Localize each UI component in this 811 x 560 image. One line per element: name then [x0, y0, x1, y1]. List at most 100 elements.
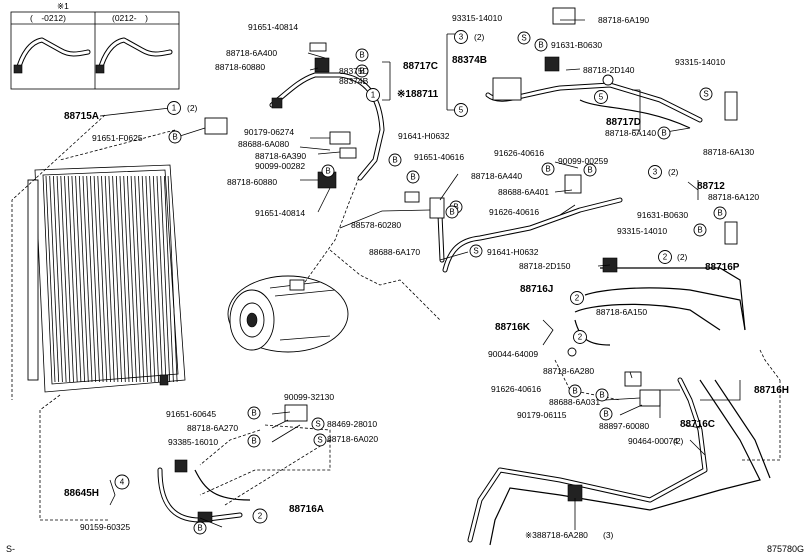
bolt-marker [355, 48, 369, 62]
callout-4: 4 [114, 474, 130, 490]
condenser-outlet [159, 374, 169, 386]
part-label: 93385-16010 [168, 437, 218, 447]
marker-letter: B [587, 166, 592, 175]
part-label: 90099-32130 [284, 392, 334, 402]
bolt-marker [713, 206, 727, 220]
bolt-marker [193, 521, 207, 535]
svg-text:2: 2 [578, 333, 583, 342]
marker-letter: S [317, 436, 322, 445]
marker-letter: B [197, 524, 202, 533]
assembly-label: 88716J [520, 284, 553, 295]
liquid-line-j [584, 287, 746, 331]
callout-3b: 3 [648, 165, 662, 179]
screw-marker [517, 31, 531, 45]
part-label: 91651-F0625 [92, 133, 143, 143]
bolt-marker [583, 163, 597, 177]
bolt-marker [693, 223, 707, 237]
callout-2b: 2 [570, 291, 584, 305]
bolt-marker [568, 384, 582, 398]
marker-letter: B [449, 208, 454, 217]
part-label: 93315-14010 [452, 13, 502, 23]
assembly-labels: 88715A 88717C 88374B 88717D 88712 88716P… [64, 55, 789, 515]
assembly-label: 88715A [64, 111, 99, 122]
quantity: (2) [677, 252, 688, 262]
marker-letter: B [572, 387, 577, 396]
callout-5a: 5 [454, 103, 468, 117]
part-label: 91651-60645 [166, 409, 216, 419]
marker-letter: B [325, 167, 330, 176]
corner-code-left: S- [6, 544, 15, 554]
part-label: 88718-60880 [227, 177, 277, 187]
screw-marker [469, 244, 483, 258]
callout-circles: 1 1 3 5 5 3 2 2 2 4 2 [114, 30, 672, 524]
callout-2c: 2 [573, 330, 587, 344]
part-label: 88688-6A170 [369, 247, 420, 257]
part-label: 88718-6A280 [543, 366, 594, 376]
part-number-labels: 91651-40814 88718-6A400 88375D 88718-608… [80, 13, 759, 540]
part-label: 91651-40814 [255, 208, 305, 218]
marker-letter: B [359, 51, 364, 60]
part-label: 88718-6A390 [255, 151, 306, 161]
right-clamp-b [724, 221, 738, 245]
screw-marker [699, 87, 713, 101]
small-parts [174, 7, 738, 523]
pipe-b [429, 197, 445, 219]
assembly-label: 88716K [495, 322, 531, 333]
part-label: 91631-B0630 [637, 210, 688, 220]
part-label: 88718-6A190 [598, 15, 649, 25]
part-label: 88897-60080 [599, 421, 649, 431]
marker-letter: B [251, 437, 256, 446]
part-label: 90464-00074 [628, 436, 678, 446]
part-label: 90099-00259 [558, 156, 608, 166]
bolt-marker [445, 205, 459, 219]
bolt-marker [168, 130, 182, 144]
assembly-label: 88712 [697, 181, 725, 192]
part-label: 90159-60325 [80, 522, 130, 532]
part-label: 88718-6A150 [596, 307, 647, 317]
bolt-marker [657, 126, 671, 140]
condenser-outline [34, 164, 186, 393]
part-label: 88718-6A120 [708, 192, 759, 202]
part-label: 88718-6A130 [703, 147, 754, 157]
svg-text:5: 5 [599, 93, 604, 102]
bolt-marker [534, 38, 548, 52]
bolt-screw-markers: BBBBBBSBSBBBBBSBBBBBBSBSB [168, 31, 727, 535]
svg-text:2: 2 [663, 253, 668, 262]
part-label: 91651-40814 [248, 22, 298, 32]
condenser-drawing [27, 164, 186, 393]
bolt-marker [321, 164, 335, 178]
part-label: 88718-6A270 [187, 423, 238, 433]
assembly-label: 88645H [64, 488, 99, 499]
liquid-line-p [600, 267, 746, 331]
marker-letter: B [599, 391, 604, 400]
inset-left-range: ( -0212) [30, 13, 66, 23]
assembly-label: 88374B [452, 55, 487, 66]
group-brackets [99, 33, 741, 506]
upper-clamp [552, 7, 576, 25]
clamp-a [314, 57, 330, 73]
bolt-marker [247, 434, 261, 448]
part-label: 91626-40616 [489, 207, 539, 217]
marker-letter: S [703, 90, 708, 99]
part-label: 90179-06115 [517, 410, 567, 420]
part-label: 88718-2D150 [519, 261, 571, 271]
part-label: 91641-H0632 [398, 131, 450, 141]
callout-1b: 1 [366, 88, 380, 102]
bolt-marker [388, 153, 402, 167]
marker-letter: S [315, 420, 320, 429]
part-label: 88718-6A400 [226, 48, 277, 58]
marker-letter: S [521, 34, 526, 43]
bolt-marker [595, 388, 609, 402]
compressor-drawing [227, 275, 349, 353]
assembly-label: 88716P [705, 262, 740, 273]
quantity: (2) [668, 167, 679, 177]
bolt-marker [599, 407, 613, 421]
condenser-fins [45, 175, 178, 383]
part-label: 91651-40616 [414, 152, 464, 162]
part-label: 90044-64009 [488, 349, 538, 359]
leader-lines [179, 19, 706, 530]
assembly-label: 88717C [403, 61, 438, 72]
marker-letter: B [172, 133, 177, 142]
pipe-network [11, 72, 781, 546]
part-label: 88688-6A031 [549, 397, 600, 407]
